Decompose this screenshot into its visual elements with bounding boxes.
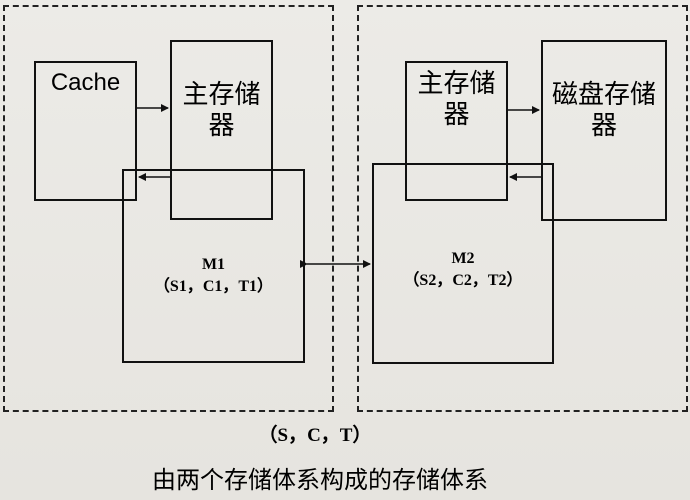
disk-storage-box: 磁盘存储 器 bbox=[541, 40, 667, 221]
storage-system-1-region bbox=[3, 5, 334, 412]
main-memory-2-label: 主存储 器 bbox=[417, 69, 496, 131]
m1-params: （S1，C1，T1） bbox=[153, 278, 274, 295]
disk-storage-label: 磁盘存储 器 bbox=[551, 80, 656, 142]
m2-box: M2 （S2，C2，T2） bbox=[372, 163, 554, 364]
storage-system-2-region bbox=[357, 5, 688, 412]
combined-params: （S，C，T） bbox=[258, 425, 372, 446]
cache-label: Cache bbox=[50, 69, 121, 96]
main-memory-2-box: 主存储 器 bbox=[405, 61, 508, 201]
m2-params: （S2，C2，T2） bbox=[403, 272, 523, 289]
main-memory-1-label: 主存储 器 bbox=[182, 80, 261, 142]
m2-name: M2 bbox=[451, 250, 475, 267]
m1-name: M1 bbox=[201, 256, 226, 273]
main-memory-1-box: 主存储 器 bbox=[170, 40, 273, 220]
cache-box: Cache bbox=[34, 61, 137, 201]
diagram-caption: 由两个存储体系构成的存储体系 bbox=[152, 466, 488, 494]
